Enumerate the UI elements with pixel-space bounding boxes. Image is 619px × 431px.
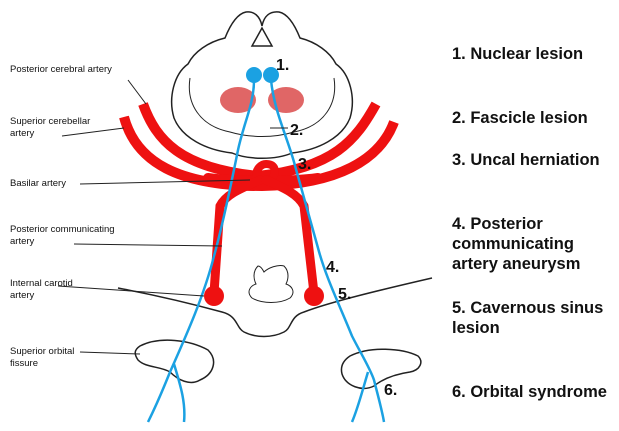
label-internal-carotid-artery: Internal carotid artery [10, 278, 73, 302]
legend-uncal-herniation: 3. Uncal herniation [452, 150, 600, 170]
label-basilar-artery: Basilar artery [10, 178, 66, 190]
leader-superior-orbital-fissure [80, 352, 140, 354]
posterior-communicating-artery-left [214, 180, 260, 293]
label-superior-cerebellar-artery: Superior cerebellar artery [10, 116, 90, 140]
diagram-number-2: 2. [290, 122, 303, 139]
diagram-number-4: 4. [326, 259, 339, 276]
label-posterior-cerebral-artery: Posterior cerebral artery [10, 64, 112, 76]
label-superior-orbital-fissure: Superior orbital fissure [10, 346, 74, 370]
legend-fascicle-lesion: 2. Fascicle lesion [452, 108, 588, 128]
sella-outline [249, 265, 293, 302]
superior-orbital-fissure-right [341, 349, 420, 388]
internal-carotid-left [204, 286, 224, 306]
diagram-number-6: 6. [384, 382, 397, 399]
diagram-number-1: 1. [276, 57, 289, 74]
legend-nuclear-lesion: 1. Nuclear lesion [452, 44, 583, 64]
diagram-number-3: 3. [298, 156, 311, 173]
internal-carotid-right [304, 286, 324, 306]
leader-internal-carotid [58, 286, 204, 296]
legend-orbital-syndrome: 6. Orbital syndrome [452, 382, 607, 402]
diagram-number-5: 5. [338, 286, 351, 303]
legend-pcom-aneurysm: 4. Posterior communicating artery aneury… [452, 214, 580, 274]
leader-posterior-cerebral [128, 80, 146, 104]
label-posterior-communicating-artery: Posterior communicating artery [10, 224, 115, 248]
legend-cavernous-sinus-lesion: 5. Cavernous sinus lesion [452, 298, 603, 338]
